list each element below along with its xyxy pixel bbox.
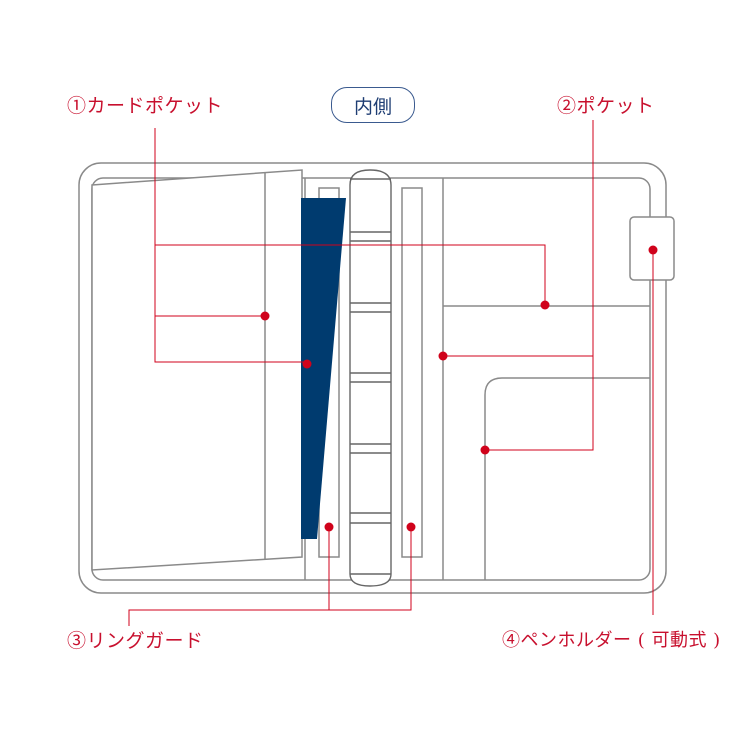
label-card-pocket: ①カードポケット <box>67 95 224 117</box>
ring-spine <box>349 169 392 587</box>
card-pocket-flap <box>91 169 303 571</box>
pocket-rounded <box>484 377 650 580</box>
leader-lines <box>128 120 654 626</box>
navy-insert <box>301 198 346 539</box>
inside-title-badge: 内側 <box>331 87 415 123</box>
inside-title: 内側 <box>353 95 392 118</box>
label-ring-guard: ③リングガード <box>67 630 204 652</box>
label-pocket: ②ポケット <box>557 95 655 117</box>
outer-cover <box>78 162 667 594</box>
callout-dots <box>260 245 658 532</box>
label-pen-holder: ④ペンホルダー ( 可動式 ) <box>502 630 721 651</box>
ring-guard-right <box>401 187 423 558</box>
